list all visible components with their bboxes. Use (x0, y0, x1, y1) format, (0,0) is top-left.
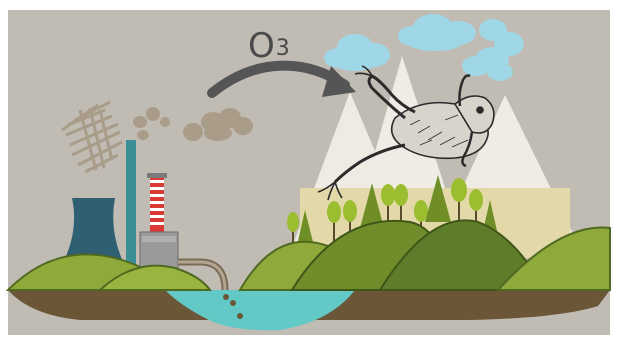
ozone-label: O3 (248, 26, 291, 66)
ozone-label-subscript: 3 (276, 36, 291, 61)
chimney-striped (150, 175, 164, 237)
ozone-label-molecule: O (248, 26, 276, 66)
chimney-tall (126, 140, 136, 270)
chimney-cap (147, 173, 167, 178)
factory-roof (142, 236, 176, 242)
